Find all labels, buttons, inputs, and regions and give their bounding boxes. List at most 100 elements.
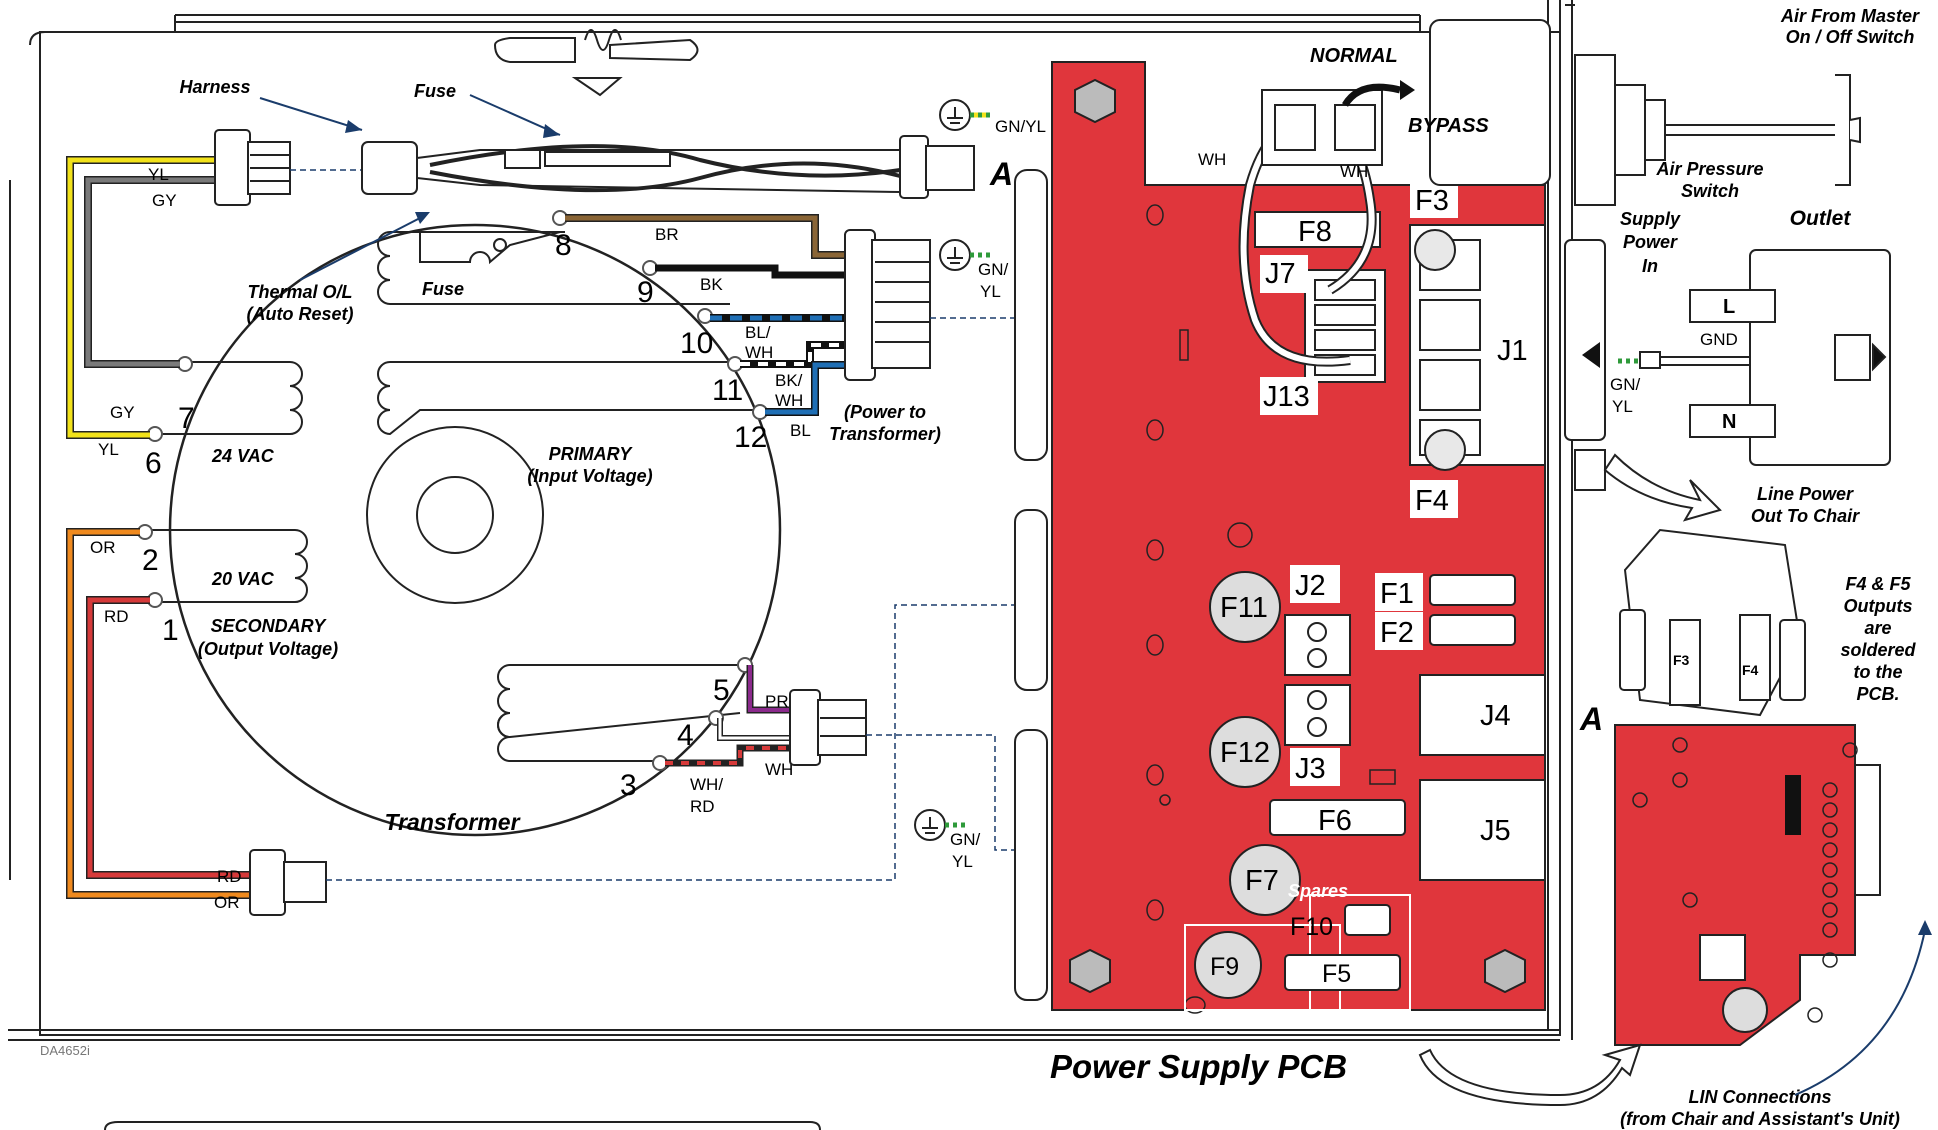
- inlet-arrow-icon: [1582, 342, 1600, 368]
- power-to-sublabel: Transformer): [829, 424, 941, 444]
- outlet-l: L: [1723, 296, 1735, 318]
- terminal-11: 11: [712, 374, 743, 407]
- f4f5-note-1: F4 & F5: [1845, 574, 1911, 594]
- transfer-arrow-icon: [1418, 1043, 1642, 1107]
- f4f5-note-5: to the: [1854, 662, 1903, 682]
- dashed-line-20vac: [326, 604, 1020, 881]
- wire-bkwh-1: BK/: [775, 371, 803, 390]
- line-power-label: Line Power: [1757, 484, 1854, 504]
- supply-sublabel-2: In: [1642, 256, 1658, 276]
- f7-label: F7: [1245, 865, 1279, 897]
- j1-label: J1: [1497, 335, 1528, 367]
- wire-yl-top: YL: [148, 165, 169, 184]
- f5-label: F5: [1322, 960, 1351, 988]
- inset-f3-label: F3: [1673, 652, 1690, 668]
- fuse-internal-label: Fuse: [422, 279, 464, 299]
- terminal-4: 4: [677, 719, 694, 752]
- wire-rd-bot: RD: [217, 867, 242, 886]
- ground-symbols: [914, 99, 990, 841]
- wire-bl: BL: [790, 421, 811, 440]
- vac24-label: 24 VAC: [211, 446, 275, 466]
- wire-gnyl-4a: GN/: [1610, 375, 1641, 394]
- secondary-label: SECONDARY: [211, 616, 328, 636]
- air-pressure-sublabel: Switch: [1681, 181, 1739, 201]
- lin-label: LIN Connections: [1689, 1087, 1832, 1107]
- bypass-label: BYPASS: [1408, 115, 1489, 137]
- wire-br: BR: [655, 225, 679, 244]
- secondary-sublabel: (Output Voltage): [198, 639, 338, 659]
- wire-wh-sw2: WH: [1340, 162, 1368, 181]
- terminal-12: 12: [734, 421, 767, 454]
- j13-label: J13: [1263, 381, 1310, 413]
- wire-or-top: OR: [90, 538, 116, 557]
- wire-or-bot: OR: [214, 893, 240, 912]
- line-power-arrow-icon: [1603, 453, 1722, 522]
- dashed-line-bottom: [866, 734, 1020, 851]
- wire-gnyl-2a: GN/: [978, 260, 1009, 279]
- connector-bottom: [789, 689, 867, 766]
- connector-a2-label: A: [1579, 701, 1603, 737]
- vac20-label: 20 VAC: [211, 569, 275, 589]
- wire-gy-top: GY: [152, 191, 177, 210]
- transformer-label: Transformer: [384, 809, 520, 835]
- wire-blwh-1: BL/: [745, 323, 771, 342]
- primary-label: PRIMARY: [549, 444, 634, 464]
- wire-gnyl-2b: YL: [980, 282, 1001, 301]
- outlet-label: Outlet: [1790, 207, 1852, 230]
- line-power-sublabel: Out To Chair: [1751, 506, 1860, 526]
- terminal-9: 9: [637, 276, 654, 309]
- leader-arrowheads: [345, 120, 1932, 935]
- f4f5-note-3: are: [1864, 618, 1891, 638]
- wire-bk: BK: [700, 275, 723, 294]
- wire-bkwh-2: WH: [775, 391, 803, 410]
- terminal-2: 2: [142, 544, 159, 577]
- inset-f4-label: F4: [1742, 662, 1759, 678]
- supply-label: Supply: [1620, 209, 1681, 229]
- f4f5-note-2: Outputs: [1844, 596, 1913, 616]
- wire-pr: PR: [765, 692, 789, 711]
- secondary-wiring: [66, 156, 250, 899]
- normal-label: NORMAL: [1310, 45, 1398, 67]
- connector-primary: [844, 229, 931, 381]
- wire-gy-low: GY: [110, 403, 135, 422]
- wire-whrd-1: WH/: [690, 775, 723, 794]
- power-supply-pcb: F8 J7 J13 J1 F3 F4 F11 J2: [1051, 61, 1546, 1014]
- wire-wh: WH: [765, 760, 793, 779]
- f6-label: F6: [1318, 805, 1352, 837]
- terminal-3: 3: [620, 769, 637, 802]
- f10-label: F10: [1290, 913, 1333, 941]
- lin-board: [1614, 724, 1881, 1046]
- f2-label: F2: [1380, 617, 1414, 649]
- air-from-sublabel: On / Off Switch: [1786, 27, 1915, 47]
- f1-label: F1: [1380, 578, 1414, 610]
- f4f5-note-4: soldered: [1840, 640, 1916, 660]
- f3-label: F3: [1415, 185, 1449, 217]
- outlet: [1618, 249, 1891, 466]
- connector-20vac: [249, 849, 327, 916]
- outlet-gnd: GND: [1700, 330, 1738, 349]
- harness-label: Harness: [179, 77, 250, 97]
- thermal-sublabel: (Auto Reset): [247, 304, 354, 324]
- connector-24vac: [214, 129, 291, 206]
- wire-gnyl-3b: YL: [952, 852, 973, 871]
- terminal-5: 5: [713, 674, 730, 707]
- f4-label: F4: [1415, 485, 1449, 517]
- j7-label: J7: [1265, 258, 1296, 290]
- harness: [361, 135, 975, 199]
- wire-yl-low: YL: [98, 440, 119, 459]
- f9-label: F9: [1210, 953, 1239, 981]
- spares-label: Spares: [1288, 881, 1348, 901]
- air-pressure-label: Air Pressure: [1655, 159, 1763, 179]
- j3-label: J3: [1295, 753, 1326, 785]
- wire-gnyl-3a: GN/: [950, 830, 981, 849]
- supply-power-inlet: [1564, 239, 1606, 491]
- pcb-title: Power Supply PCB: [1050, 1048, 1347, 1085]
- wire-wh-sw1: WH: [1198, 150, 1226, 169]
- wire-blwh-2: WH: [745, 343, 773, 362]
- wire-gnyl-4b: YL: [1612, 397, 1633, 416]
- wire-gnyl-1: GN/YL: [995, 117, 1046, 136]
- bypass-switch: [1261, 19, 1551, 186]
- f11-label: F11: [1220, 592, 1268, 624]
- air-from-label: Air From Master: [1780, 6, 1920, 26]
